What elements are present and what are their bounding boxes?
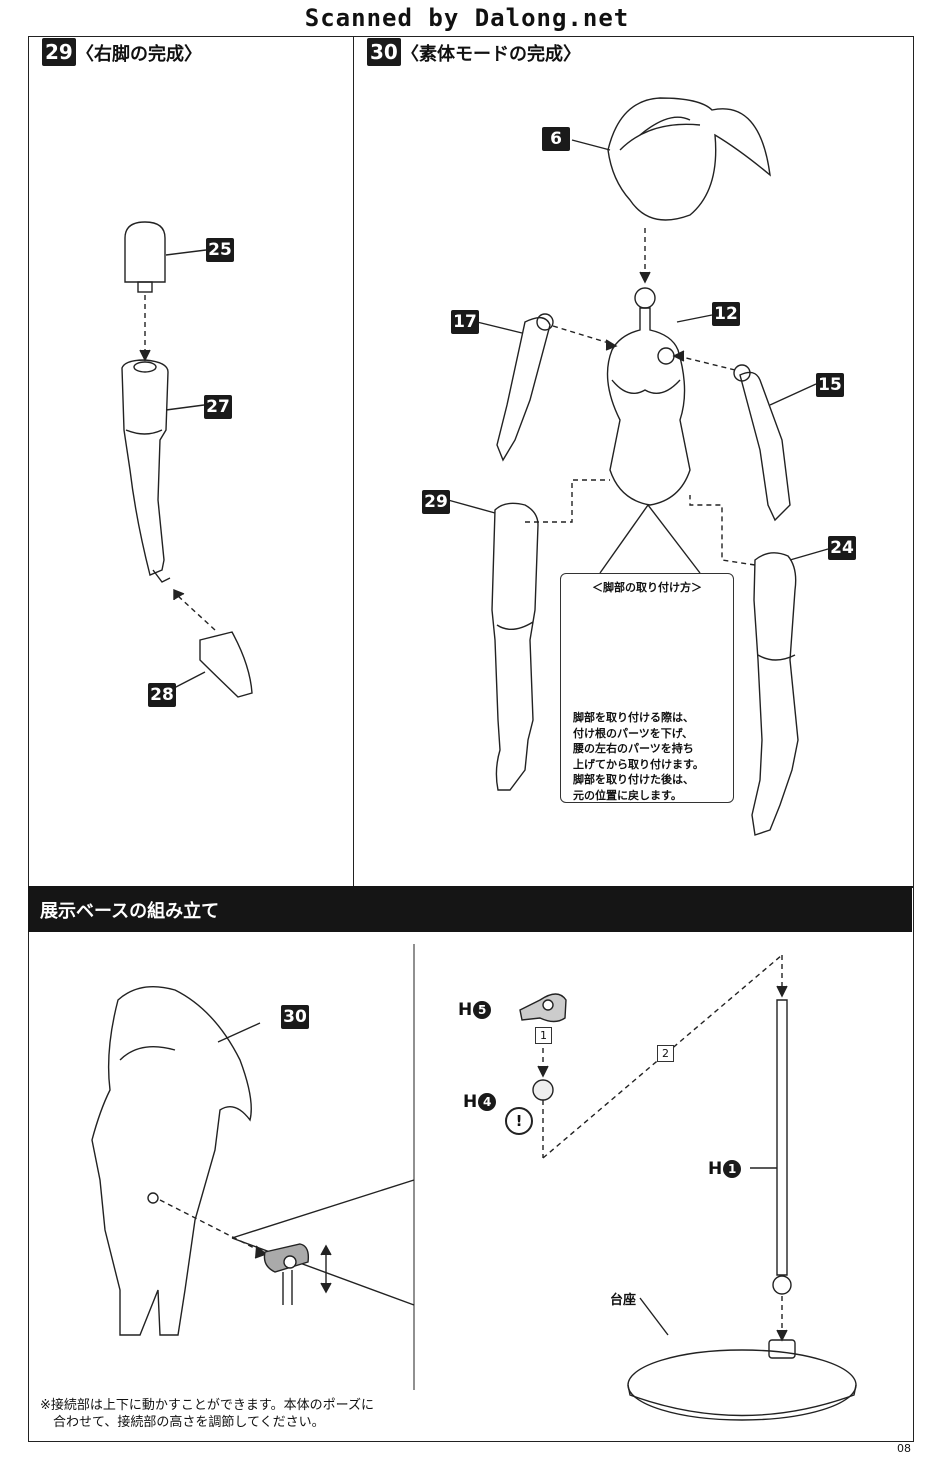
label-h5-letter: H <box>458 1000 473 1020</box>
torso-illustration <box>606 307 691 506</box>
order-step-1: 1 <box>535 1027 552 1044</box>
part-27-illustration <box>121 359 169 576</box>
label-h4-letter: H <box>463 1092 478 1112</box>
part-25-illustration <box>124 221 166 283</box>
part-badge-29: 29 <box>422 490 450 514</box>
adjust-note: ※接続部は上下に動かすことができます。本体のポーズに 合わせて、接続部の高さを調… <box>40 1398 374 1430</box>
part-17-illustration <box>496 317 551 462</box>
part-h5-illustration <box>519 993 567 1023</box>
part-badge-6: 6 <box>542 127 570 151</box>
label-h5: H 5 <box>458 1000 492 1020</box>
label-h1: H 1 <box>708 1159 742 1179</box>
step30-number: 30 <box>367 38 401 66</box>
part-24-illustration <box>751 552 799 836</box>
leg-attach-text: 脚部を取り付ける際は、 付け根のパーツを下げ、 腰の左右のパーツを持ち 上げてか… <box>573 711 704 802</box>
head-illustration <box>607 97 771 221</box>
section-header-bar <box>28 886 912 932</box>
part-badge-27: 27 <box>204 395 232 419</box>
part-28-illustration <box>199 631 253 698</box>
part-badge-24: 24 <box>828 536 856 560</box>
stand-label: 台座 <box>610 1293 637 1308</box>
leg-attach-title: ＜脚部の取り付け方＞ <box>592 581 702 594</box>
section-title: 展示ベースの組み立て <box>40 901 220 922</box>
stand-base-illustration <box>627 1349 857 1421</box>
part-badge-30: 30 <box>281 1005 309 1029</box>
label-h5-number: 5 <box>473 1001 492 1019</box>
part-29-illustration <box>491 502 539 791</box>
label-h4-number: 4 <box>478 1093 497 1111</box>
label-h1-letter: H <box>708 1159 723 1179</box>
part-badge-17: 17 <box>451 310 479 334</box>
part-badge-28: 28 <box>148 683 176 707</box>
warning-icon: ! <box>505 1107 533 1135</box>
page-number: 08 <box>897 1442 911 1455</box>
part-badge-25: 25 <box>206 238 234 262</box>
part-15-illustration <box>739 371 791 522</box>
step29-title: 〈右脚の完成〉 <box>76 44 202 65</box>
part-h1-illustration <box>776 999 788 1276</box>
part-h4-illustration <box>532 1079 554 1101</box>
label-h4: H 4 <box>463 1092 497 1112</box>
label-h1-number: 1 <box>723 1160 742 1178</box>
order-step-2: 2 <box>657 1045 674 1062</box>
step30-title: 〈素体モードの完成〉 <box>401 44 581 65</box>
part-badge-15: 15 <box>816 373 844 397</box>
part-badge-12: 12 <box>712 302 740 326</box>
step29-number: 29 <box>42 38 76 66</box>
figure-30-illustration <box>91 986 252 1336</box>
leg-attach-callout: ＜脚部の取り付け方＞ 脚部を取り付ける際は、 付け根のパーツを下げ、 腰の左右の… <box>560 573 734 803</box>
scanner-watermark: Scanned by Dalong.net <box>304 4 630 32</box>
